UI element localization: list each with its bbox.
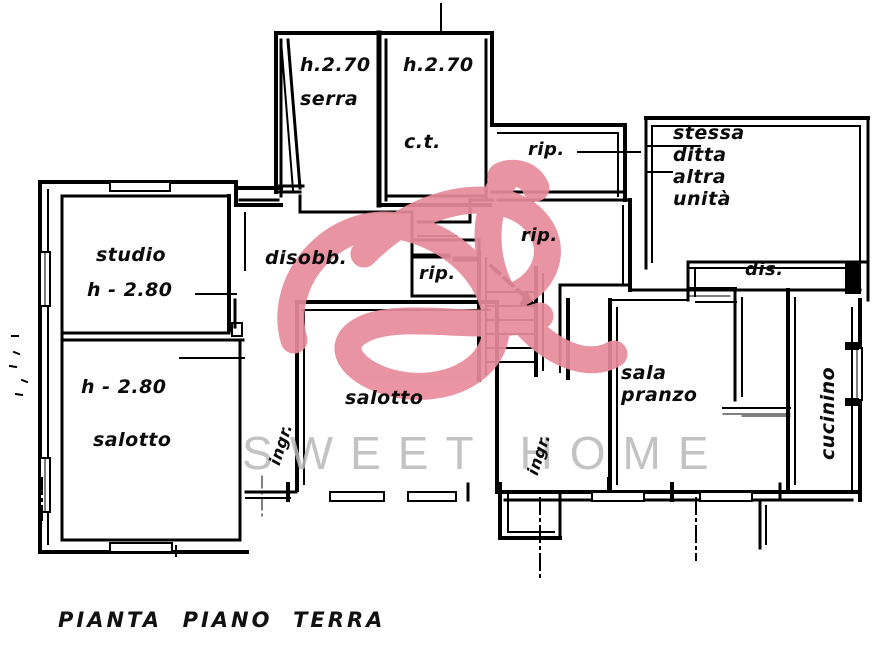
room-label-rip-small: rip. xyxy=(419,263,456,284)
room-label-salotto-sx-height: h - 2.80 xyxy=(81,376,167,398)
plan-caption: PIANTA PIANO TERRA xyxy=(58,608,386,632)
watermark-text: SWEET HOME xyxy=(242,427,726,479)
room-label-rip-mid: rip. xyxy=(521,225,558,246)
room-label-dis: dis. xyxy=(745,259,784,280)
room-label-sala-pranzo: sala pranzo xyxy=(621,362,698,406)
room-label-serra: serra xyxy=(300,88,359,110)
room-label-studio-height: h - 2.80 xyxy=(87,279,173,301)
room-label-studio: studio xyxy=(96,244,167,266)
room-label-disobb: disobb. xyxy=(265,247,348,269)
room-label-cucinino: cucinino xyxy=(817,366,839,460)
room-label-salotto-sx: salotto xyxy=(93,429,172,451)
room-label-stessa-ditta-altra-unita: stessa ditta altra unità xyxy=(673,122,745,210)
room-label-rip-top: rip. xyxy=(528,139,565,160)
room-label-serra-height: h.2.70 xyxy=(300,54,371,76)
room-label-ct-height: h.2.70 xyxy=(403,54,474,76)
room-label-salotto-centro: salotto xyxy=(345,387,424,409)
room-label-ct: c.t. xyxy=(404,131,441,153)
